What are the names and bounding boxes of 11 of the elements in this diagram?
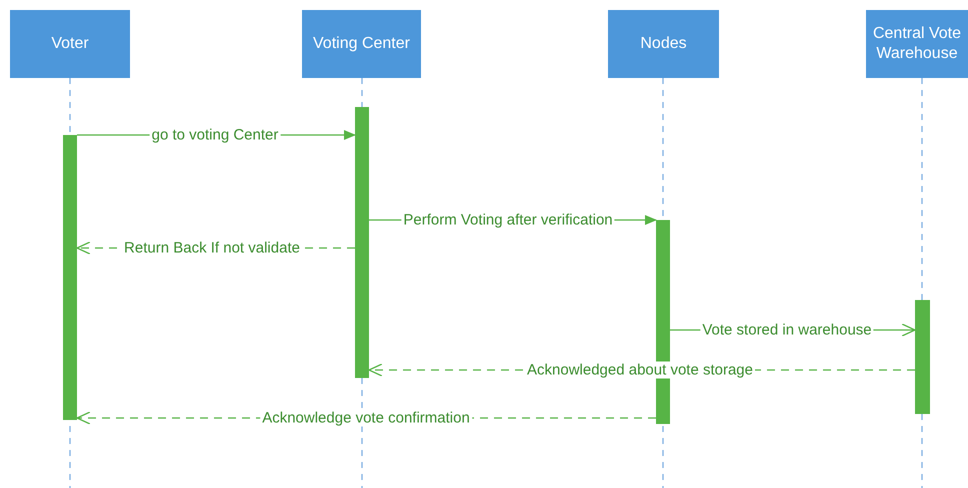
message-label: Acknowledged about vote storage [525, 362, 755, 378]
activation-bar [355, 107, 369, 378]
participant-box: Voting Center [302, 10, 421, 78]
activation-bar [63, 135, 77, 420]
message-label: Perform Voting after verification [401, 212, 615, 228]
participant-box: Voter [10, 10, 130, 78]
message-label: Acknowledge vote confirmation [260, 410, 472, 426]
participant-box: Central Vote Warehouse [866, 10, 968, 78]
participant-box: Nodes [608, 10, 719, 78]
activation-bar [915, 300, 930, 414]
message-label: go to voting Center [150, 126, 280, 144]
